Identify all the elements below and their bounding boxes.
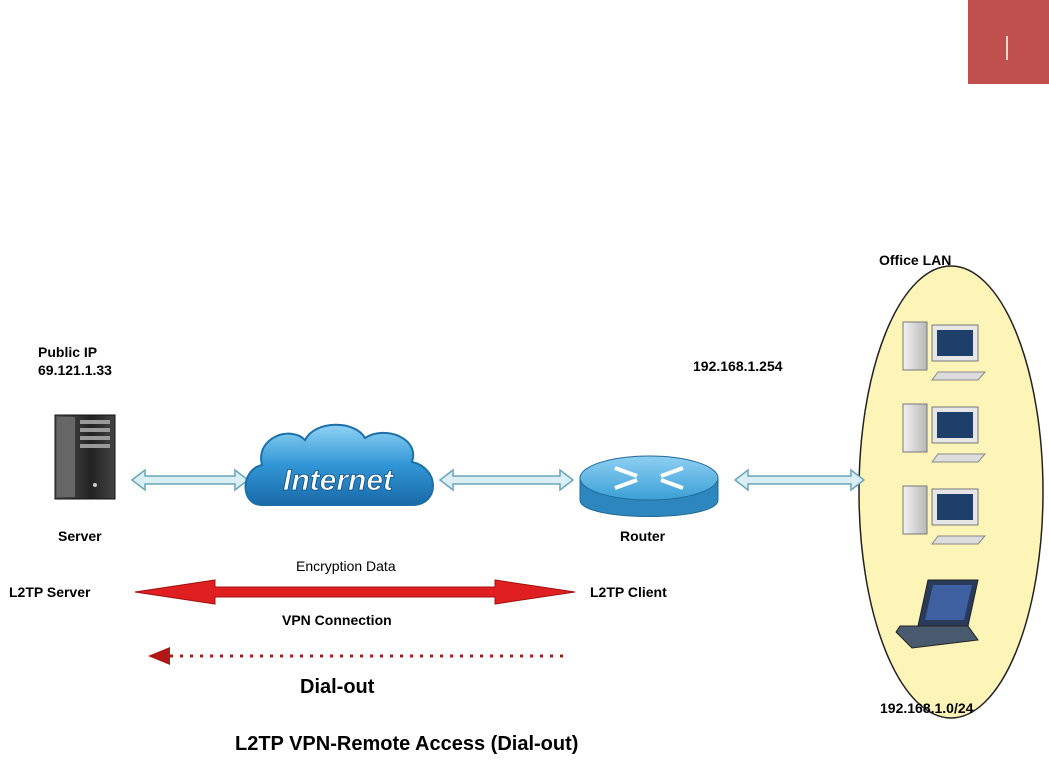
server-label: Server (58, 528, 102, 544)
office-lan-label: Office LAN (879, 252, 951, 268)
public-ip-title: Public IP (38, 344, 97, 360)
server-icon (55, 415, 115, 499)
router-icon (580, 456, 718, 517)
l2tp-server-label: L2TP Server (9, 584, 90, 600)
vpn-connection-arrow (135, 580, 575, 604)
link-arrow-router-lan (735, 470, 864, 490)
dial-out-arrow (148, 647, 570, 665)
dial-out-label: Dial-out (300, 676, 374, 699)
router-ip-label: 192.168.1.254 (693, 358, 783, 374)
l2tp-client-label: L2TP Client (590, 584, 667, 600)
diagram-caption: L2TP VPN-Remote Access (Dial-out) (235, 733, 578, 756)
link-arrow-server-internet (132, 470, 248, 490)
link-arrow-internet-router (440, 470, 573, 490)
public-ip-value: 69.121.1.33 (38, 362, 112, 378)
vpn-connection-label: VPN Connection (282, 612, 392, 628)
internet-label: Internet (283, 464, 395, 497)
encryption-data-label: Encryption Data (296, 558, 396, 574)
router-label: Router (620, 528, 665, 544)
lan-subnet-label: 192.168.1.0/24 (880, 700, 973, 716)
